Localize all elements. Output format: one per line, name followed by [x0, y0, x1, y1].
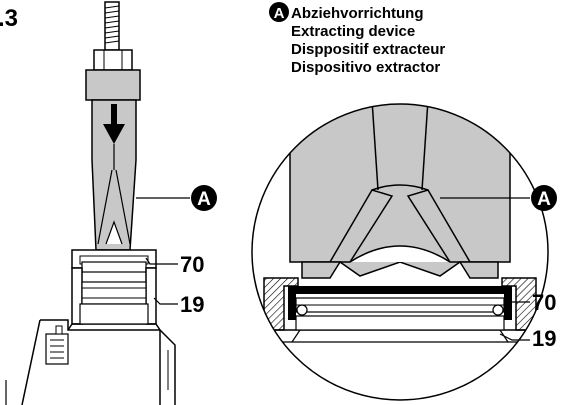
callout-badge-right — [531, 185, 557, 211]
seal-ring — [288, 286, 512, 320]
bearing — [295, 315, 505, 331]
detail-circle-outline — [251, 103, 549, 401]
legend-line-en: Extracting device — [291, 23, 415, 40]
upper-body — [85, 69, 141, 101]
left-drawing: A 70 19 — [5, 1, 217, 405]
nut — [93, 49, 133, 71]
callout-badge-right-letter: A — [537, 189, 551, 210]
detail-view: A 70 19 — [251, 103, 557, 401]
callout-badge-left — [191, 185, 217, 211]
threaded-spindle — [104, 1, 120, 51]
legend: A Abziehvorrichtung Extracting device Di… — [269, 2, 445, 76]
part-19-label-left: 19 — [180, 292, 204, 317]
housing-left — [67, 249, 161, 405]
part-70-label-left: 70 — [180, 252, 204, 277]
legend-line-fr: Disppositif extracteur — [291, 41, 445, 58]
callout-badge-left-letter: A — [197, 189, 211, 210]
part-70-label-right: 70 — [532, 290, 556, 315]
legend-badge-letter: A — [274, 5, 285, 22]
figure-number: .3 — [0, 5, 18, 32]
legend-badge — [269, 2, 289, 22]
machine-housing — [5, 319, 176, 405]
legend-line-de: Abziehvorrichtung — [291, 5, 424, 22]
part-19-label-right: 19 — [532, 326, 556, 351]
down-arrow-icon — [103, 104, 125, 144]
legend-line-es: Dispositivo extractor — [291, 59, 440, 76]
